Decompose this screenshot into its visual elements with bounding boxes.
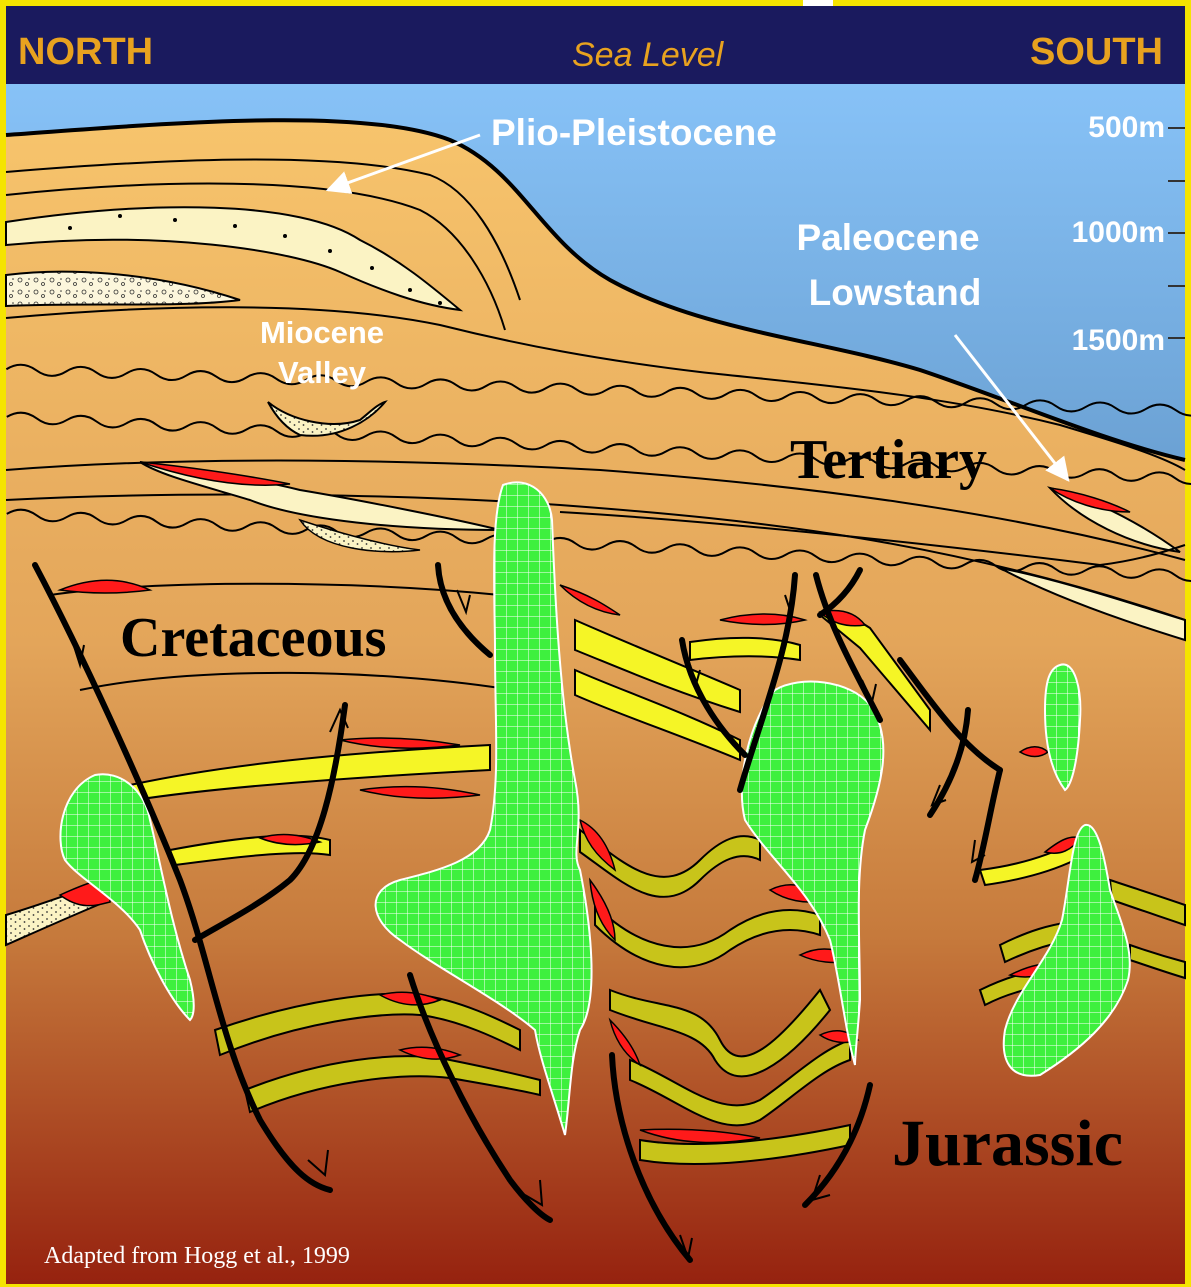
north-label: NORTH [18, 31, 153, 73]
miocene-label-line2: Valley [278, 355, 367, 390]
depth-label-500: 500m [1088, 111, 1165, 144]
credit-text: Adapted from Hogg et al., 1999 [44, 1243, 350, 1269]
tertiary-label: Tertiary [790, 429, 987, 491]
sea-level-label: Sea Level [572, 36, 725, 74]
title-fragment [803, 0, 833, 6]
south-label: SOUTH [1030, 31, 1163, 73]
cretaceous-label: Cretaceous [120, 607, 386, 669]
paleocene-label-line2: Lowstand [809, 272, 982, 313]
miocene-label-line1: Miocene [260, 315, 384, 350]
jurassic-label: Jurassic [892, 1107, 1123, 1180]
depth-label-1000: 1000m [1072, 216, 1165, 249]
depth-label-1500: 1500m [1072, 324, 1165, 357]
plio-pleistocene-label: Plio-Pleistocene [491, 112, 777, 153]
paleocene-label-line1: Paleocene [796, 217, 979, 258]
